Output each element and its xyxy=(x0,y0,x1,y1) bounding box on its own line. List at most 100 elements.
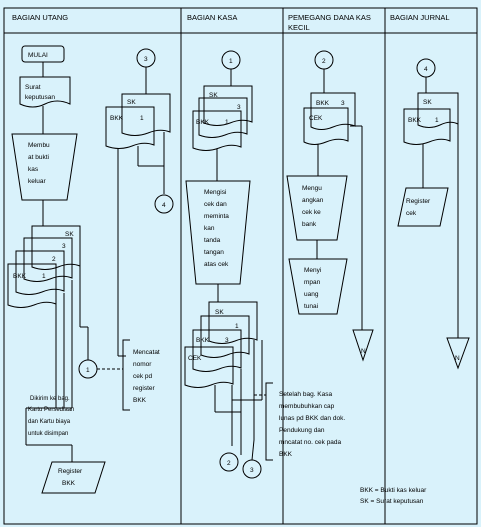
mengisi-label-5: tanda xyxy=(204,237,221,244)
menyimpan-label-4: tunai xyxy=(304,303,318,310)
surat-keputusan-document xyxy=(19,76,71,108)
utang-note-3: dan Kartu biaya xyxy=(28,419,71,425)
kasa-out-cek-label: CEK xyxy=(188,355,202,362)
menguangkan-label-2: angkan xyxy=(302,197,324,204)
kasa-connector-2-label: 2 xyxy=(227,460,231,467)
kasa-annotation-bracket xyxy=(265,382,273,461)
mengisi-label-3: meminta xyxy=(204,213,229,220)
surat-keputusan-label-2: keputusan xyxy=(25,94,55,101)
diagram-frame xyxy=(3,7,478,525)
membuat-label-3: kas xyxy=(28,166,39,173)
menyimpan-manual-op xyxy=(288,258,348,315)
kasa-out-1-label: 1 xyxy=(235,323,239,330)
utang-note-4: untuk disimpan xyxy=(28,431,68,437)
jurnal-doc-bkk-label: BKK xyxy=(408,117,422,124)
utang-doc-3 xyxy=(23,237,73,282)
utang-doc-1-label: 1 xyxy=(42,273,46,280)
mengisi-label-4: kan xyxy=(204,225,215,232)
menyimpan-label-1: Menyi xyxy=(304,267,321,274)
utang-file-bkk xyxy=(105,106,155,149)
start-label: MULAI xyxy=(28,52,48,59)
register-cek-label-2: cek xyxy=(406,210,417,217)
lane-title-jurnal: BAGIAN JURNAL xyxy=(390,13,450,22)
kasa-note-3: lunas pd BKK dan dok. xyxy=(279,415,345,422)
kasa-out-1 xyxy=(200,315,250,358)
mencatat-label-2: nomor xyxy=(133,361,152,368)
pemegang-file-n-label: N xyxy=(361,348,366,355)
utang-file-bkk-label: BKK xyxy=(110,115,124,122)
surat-keputusan-label-1: Surat xyxy=(25,84,41,91)
utang-doc-2 xyxy=(15,250,65,295)
utang-file-sk-label: SK xyxy=(127,99,136,106)
menguangkan-label-3: cek ke xyxy=(302,209,321,216)
jurnal-doc-bkk xyxy=(403,108,451,145)
utang-doc-2-label: 2 xyxy=(52,256,56,263)
lane-title-utang: BAGIAN UTANG xyxy=(12,13,68,22)
register-bkk-label-2: BKK xyxy=(62,480,76,487)
utang-note-1: Dikirim ke bag. xyxy=(30,396,70,402)
pemegang-file-n xyxy=(352,329,374,362)
kasa-out-cek xyxy=(184,346,234,388)
mengisi-label-7: atas cek xyxy=(204,261,229,268)
pemegang-doc-cek xyxy=(303,107,349,145)
lane-title-pemegang-1: PEMEGANG DANA KAS xyxy=(288,13,371,22)
mengisi-label-1: Mengisi xyxy=(204,189,226,196)
jurnal-file-n xyxy=(446,337,470,370)
mencatat-annotation-bracket xyxy=(122,339,130,411)
utang-note-2: Kartu Persediaan xyxy=(28,407,74,413)
lane-title-pemegang-2: KECIL xyxy=(288,23,310,32)
mengisi-cek-manual-op xyxy=(185,180,251,285)
legend-bkk: BKK = Bukti kas keluar xyxy=(360,487,427,494)
jurnal-connector-4-label: 4 xyxy=(424,66,428,73)
legend-sk: SK = Surat keputusan xyxy=(360,498,424,505)
kasa-connector-3 xyxy=(242,459,262,479)
kasa-doc-bkk xyxy=(192,110,242,151)
kasa-out-sk xyxy=(208,301,258,344)
menguangkan-manual-op xyxy=(286,175,348,241)
mencatat-label-3: cek pd xyxy=(133,373,153,380)
utang-connector-3-label: 3 xyxy=(144,56,148,63)
utang-doc-bkk-label: BKK xyxy=(13,273,27,280)
membuat-bkk-manual-op xyxy=(11,133,78,201)
flow-line xyxy=(251,439,255,461)
kasa-doc-3 xyxy=(198,97,248,138)
utang-connector-4-label: 4 xyxy=(162,202,166,209)
mencatat-label-5: BKK xyxy=(133,397,147,404)
kasa-connector-1-label: 1 xyxy=(229,58,233,65)
membuat-label-1: Membu xyxy=(28,142,50,149)
utang-file-sk xyxy=(121,93,171,136)
kasa-out-bkk-label: BKK xyxy=(196,337,210,344)
utang-doc-bkk xyxy=(7,263,57,308)
membuat-label-2: at bukti xyxy=(28,154,49,161)
register-bkk-data xyxy=(41,461,106,494)
utang-connector-1-label: 1 xyxy=(86,367,90,374)
kasa-note-5: mncatat no. cek pada xyxy=(279,439,342,446)
jurnal-file-n-label: N xyxy=(455,355,460,362)
kasa-note-2: membubuhkan cap xyxy=(279,403,335,410)
pemegang-doc-cek-label: CEK xyxy=(309,115,323,122)
register-bkk-label-1: Register xyxy=(58,468,83,475)
kasa-out-sk-label: SK xyxy=(215,309,224,316)
kasa-out-bkk xyxy=(192,329,242,372)
utang-file-1-label: 1 xyxy=(140,115,144,122)
kasa-doc-sk xyxy=(203,85,253,126)
pemegang-doc-3-label: 3 xyxy=(341,100,345,107)
kasa-doc-3-label: 3 xyxy=(237,104,241,111)
membuat-label-4: keluar xyxy=(28,178,47,185)
register-cek-label-1: Register xyxy=(406,198,431,205)
jurnal-doc-1-label: 1 xyxy=(435,117,439,124)
pemegang-doc-bkk-label: BKK xyxy=(316,100,330,107)
utang-doc-sk xyxy=(31,225,81,270)
kasa-doc-sk-label: SK xyxy=(209,92,218,99)
menyimpan-label-2: mpan xyxy=(304,279,321,286)
mengisi-label-6: tangan xyxy=(204,249,224,256)
mencatat-label-1: Mencatat xyxy=(133,349,160,356)
mencatat-label-4: register xyxy=(133,385,156,392)
pemegang-doc-bkk xyxy=(310,92,356,130)
menyimpan-label-3: uang xyxy=(304,291,319,298)
register-cek-data xyxy=(397,187,449,227)
menguangkan-label-4: bank xyxy=(302,221,317,228)
kasa-note-6: BKK xyxy=(279,451,293,458)
kasa-out-3-label: 3 xyxy=(225,337,229,344)
mengisi-label-2: cek dan xyxy=(204,201,227,208)
